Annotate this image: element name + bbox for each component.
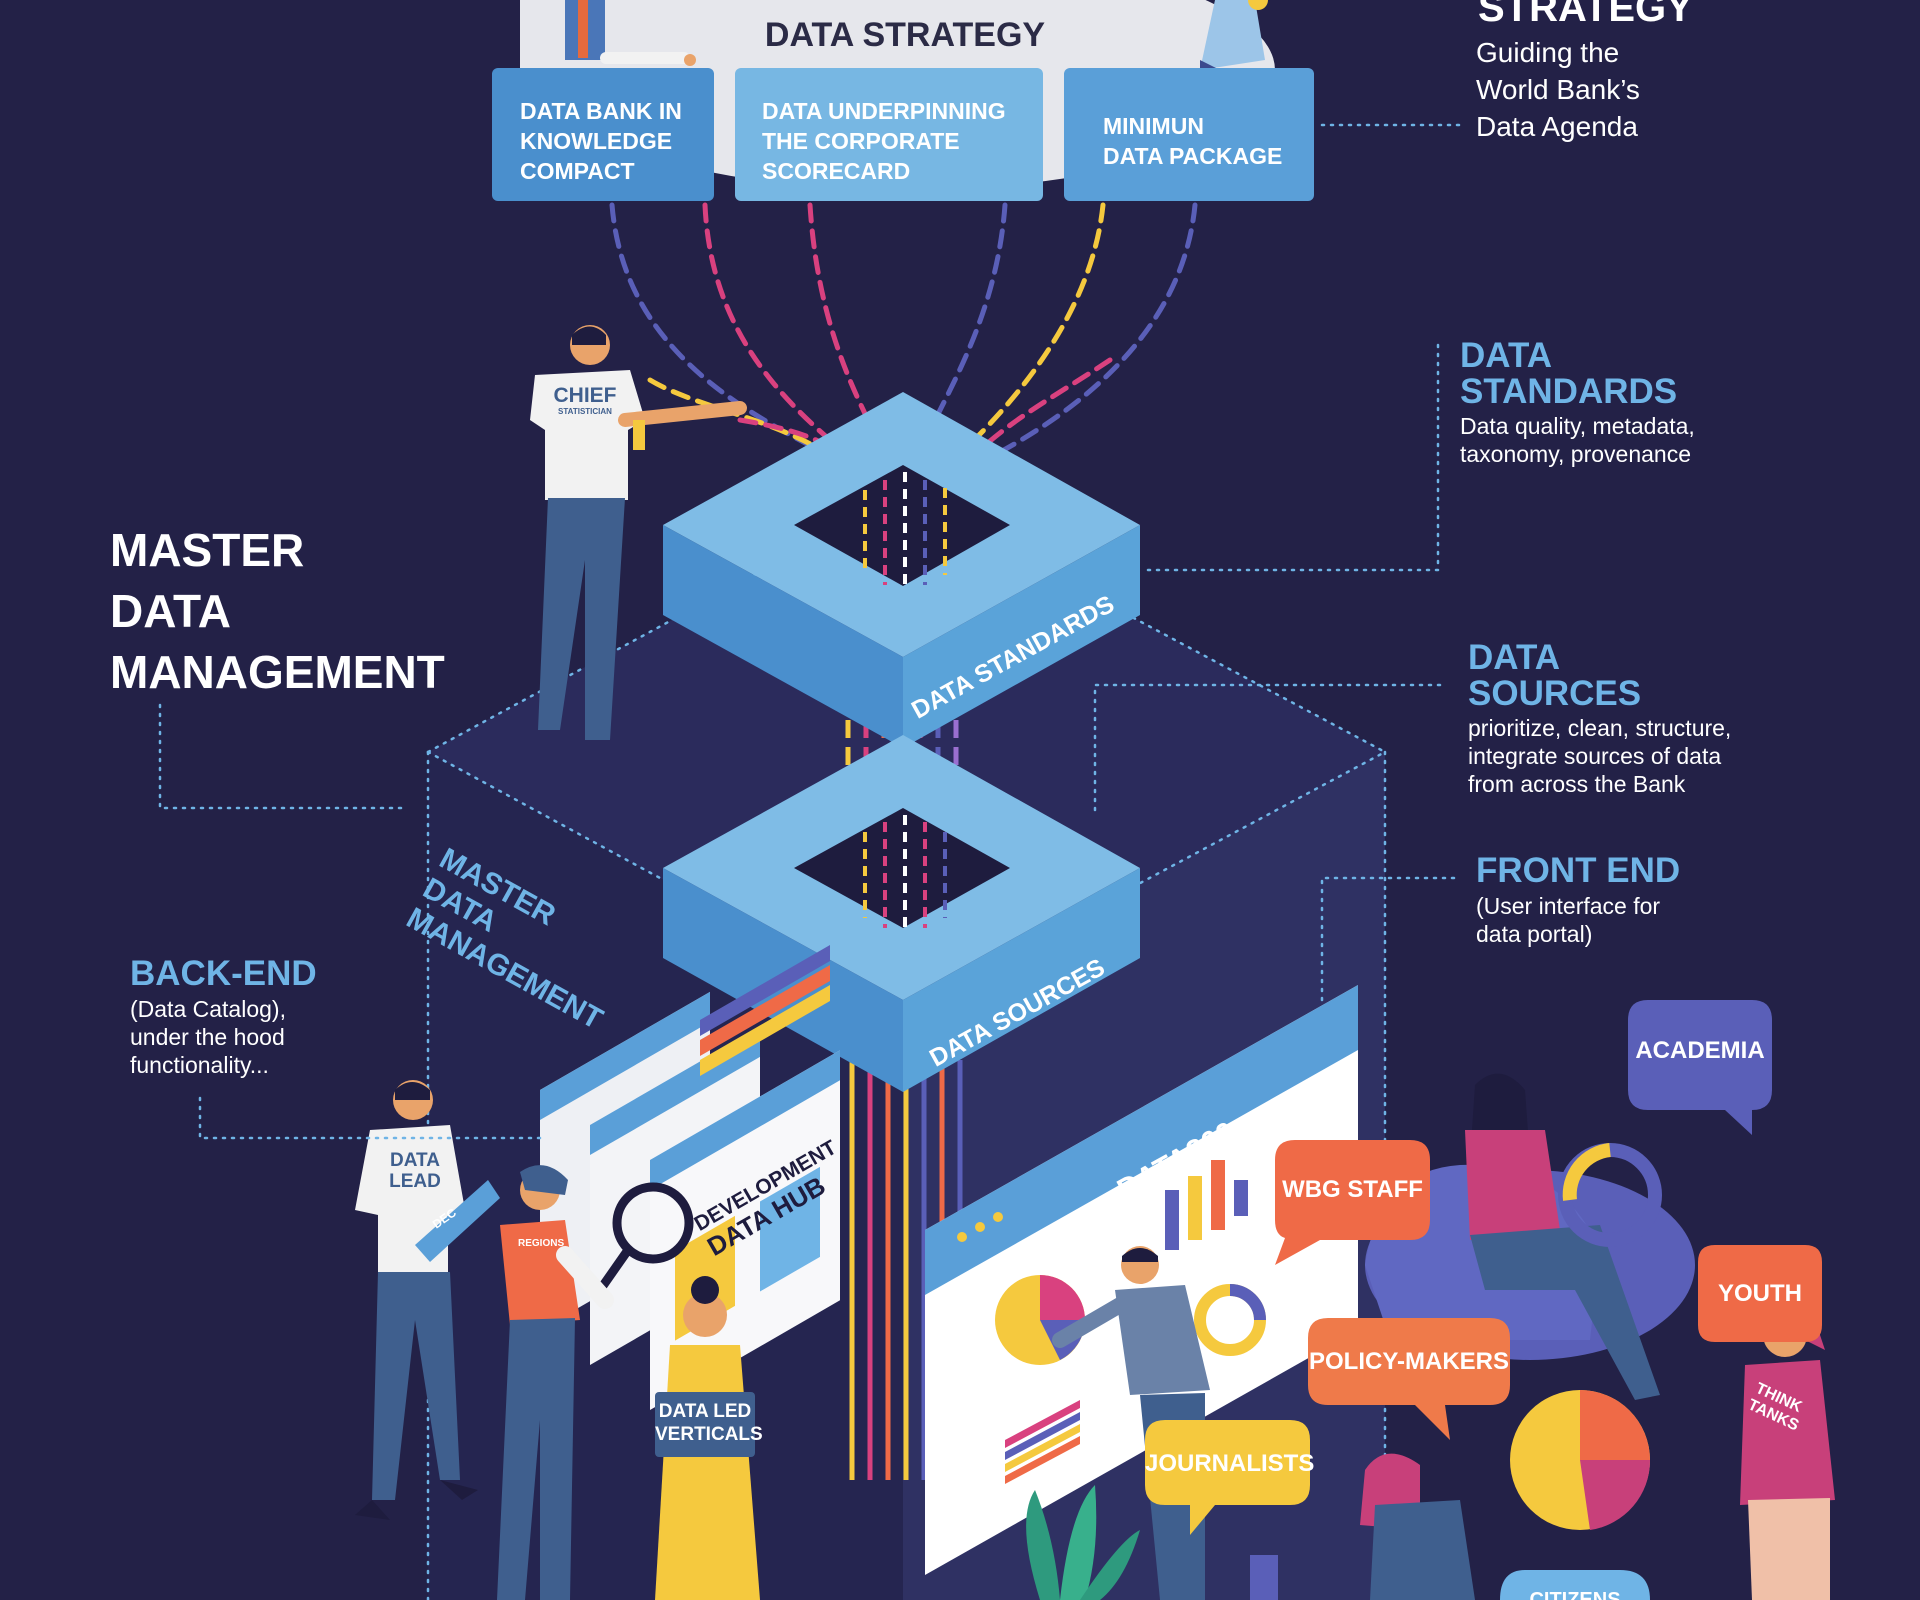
box-1-line: DATA BANK IN — [520, 96, 682, 126]
bubble-policy-makers: POLICY-MAKERS — [1308, 1348, 1510, 1376]
regions-shirt-text: REGIONS — [518, 1238, 564, 1249]
chief-shirt-line: STATISTICIAN — [545, 407, 625, 417]
chief-shirt-line: CHIEF — [545, 385, 625, 407]
data-lead-line: LEAD — [385, 1171, 445, 1192]
bubble-wbg-staff: WBG STAFF — [1275, 1176, 1430, 1204]
front-end-line: (User interface for — [1476, 892, 1660, 920]
back-end-line: (Data Catalog), — [130, 995, 286, 1023]
verticals-sign-text: DATA LED VERTICALS — [655, 1400, 755, 1446]
sources-line: prioritize, clean, structure, — [1468, 714, 1731, 742]
front-end-heading: FRONT END — [1476, 852, 1680, 890]
verticals-line: VERTICALS — [655, 1423, 755, 1446]
box-2-line: DATA UNDERPINNING — [762, 96, 1006, 126]
box-1-line: COMPACT — [520, 156, 682, 186]
standards-heading: DATA STANDARDS — [1460, 338, 1677, 410]
standards-line: taxonomy, provenance — [1460, 440, 1695, 468]
box-2-line: THE CORPORATE — [762, 126, 1006, 156]
strategy-heading: STRATEGY — [1478, 0, 1693, 28]
data-lead-shirt-text: DATA LEAD — [385, 1150, 445, 1192]
box-3-line: DATA PACKAGE — [1103, 141, 1282, 171]
strategy-line: Guiding the — [1476, 34, 1640, 71]
mdm-heading-line: MANAGEMENT — [110, 642, 445, 703]
sources-heading-line: DATA — [1468, 640, 1641, 676]
box-3-line: MINIMUN — [1103, 111, 1282, 141]
strategy-box-1: DATA BANK IN KNOWLEDGE COMPACT — [520, 96, 682, 186]
strategy-description: Guiding the World Bank’s Data Agenda — [1476, 34, 1640, 145]
back-end-line: under the hood — [130, 1023, 286, 1051]
audience-woman-front — [1360, 1454, 1475, 1600]
audience-think-tanks — [1740, 1310, 1835, 1600]
sources-heading-line: SOURCES — [1468, 676, 1641, 712]
sources-line: integrate sources of data — [1468, 742, 1731, 770]
back-end-line: functionality... — [130, 1051, 286, 1079]
strategy-box-3: MINIMUN DATA PACKAGE — [1103, 111, 1282, 171]
sources-line: from across the Bank — [1468, 770, 1731, 798]
bubble-academia: ACADEMIA — [1628, 1037, 1772, 1065]
bubble-youth: YOUTH — [1698, 1280, 1822, 1308]
standards-heading-line: STANDARDS — [1460, 374, 1677, 410]
standards-heading-line: DATA — [1460, 338, 1677, 374]
mdm-heading-line: MASTER — [110, 520, 445, 581]
verticals-line: DATA LED — [655, 1400, 755, 1423]
strategy-line: Data Agenda — [1476, 108, 1640, 145]
sources-description: prioritize, clean, structure, integrate … — [1468, 714, 1731, 798]
bubble-journalists: JOURNALISTS — [1145, 1450, 1310, 1478]
data-lead-line: DATA — [385, 1150, 445, 1171]
back-end-description: (Data Catalog), under the hood functiona… — [130, 995, 286, 1079]
pie-chart-icon — [995, 1275, 1085, 1365]
front-end-description: (User interface for data portal) — [1476, 892, 1660, 948]
mdm-heading-line: DATA — [110, 581, 445, 642]
box-1-line: KNOWLEDGE — [520, 126, 682, 156]
front-end-line: data portal) — [1476, 920, 1660, 948]
strategy-line: World Bank’s — [1476, 71, 1640, 108]
cloud-title: DATA STRATEGY — [740, 16, 1070, 55]
box-2-line: SCORECARD — [762, 156, 1006, 186]
bubble-citizens: CITIZENS — [1500, 1586, 1650, 1600]
audience-pie-chart — [1510, 1390, 1650, 1530]
standards-line: Data quality, metadata, — [1460, 412, 1695, 440]
strategy-box-2: DATA UNDERPINNING THE CORPORATE SCORECAR… — [762, 96, 1006, 186]
back-end-heading: BACK-END — [130, 955, 317, 993]
sources-heading: DATA SOURCES — [1468, 640, 1641, 712]
mdm-heading: MASTER DATA MANAGEMENT — [110, 520, 445, 703]
standards-description: Data quality, metadata, taxonomy, proven… — [1460, 412, 1695, 468]
chief-shirt-text: CHIEF STATISTICIAN — [545, 385, 625, 417]
